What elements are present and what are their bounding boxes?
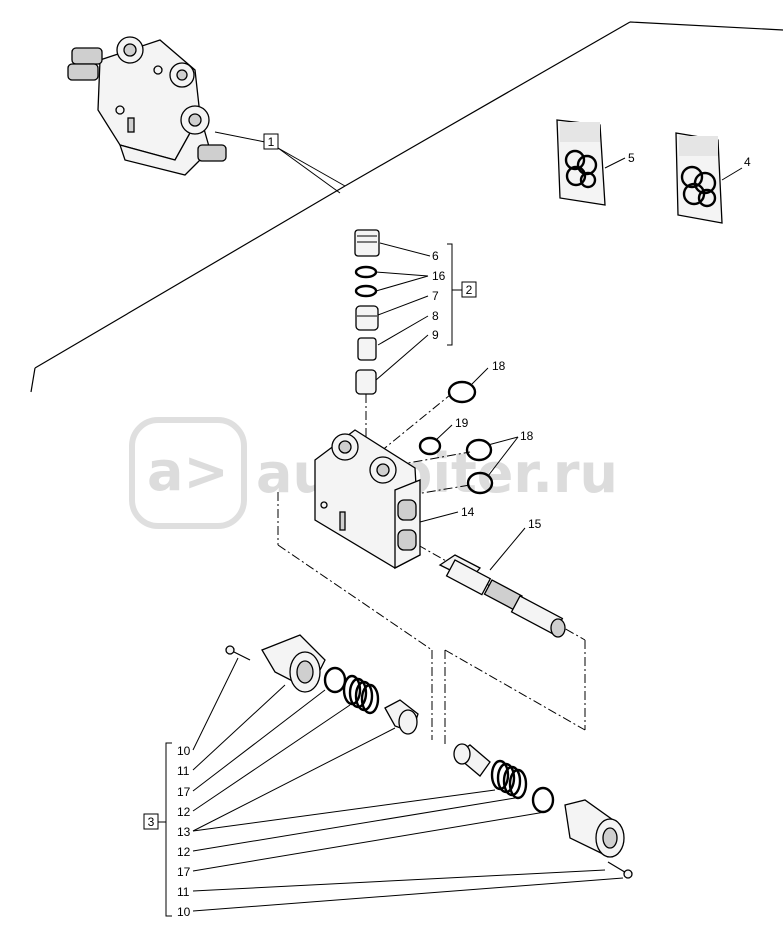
group-2-leaders [375,242,462,381]
callout-1-leaders [214,131,346,194]
part-7 [355,305,379,331]
part-16-lower [354,284,378,298]
callout-15-leader [489,527,526,571]
callout-5-leader [604,157,626,169]
callout-3-box [143,813,159,830]
group3-label-1: 10 [177,744,191,758]
group3-label-6: 12 [177,845,191,859]
callout-18b-leader-a [487,436,519,446]
callout-14-leader [419,511,459,523]
o-ring-18-mid [465,438,493,462]
callout-1-box [263,133,279,150]
callout-15: 15 [528,517,542,531]
panel-frame [30,21,783,393]
o-ring-19 [418,436,442,456]
callout-7: 7 [432,289,439,303]
valve-section-body [314,429,421,570]
group-3-leaders [158,657,624,917]
o-ring-18-low [466,471,494,495]
watermark-logo-glyph: a> [147,440,229,503]
o-ring-18-top [447,380,477,404]
callout-18a-leader [471,367,489,385]
o-ring-17-lower [531,786,555,814]
callout-8: 8 [432,309,439,323]
relief-valve-parts [354,229,380,395]
o-ring-17-upper [323,666,347,694]
callout-2: 2 [466,283,473,297]
callout-9: 9 [432,328,439,342]
watermark-logo-frame [129,417,247,529]
part-6 [354,229,380,257]
seal-kit-4-illustration [675,132,723,224]
callout-5: 5 [628,151,635,165]
group3-label-9: 10 [177,905,191,919]
callout-18a: 18 [492,359,506,373]
cap-group-lower [453,743,633,879]
callout-18b: 18 [520,429,534,443]
callout-14: 14 [461,505,475,519]
callout-3: 3 [148,815,155,829]
callout-2-box [461,281,477,298]
part-8 [357,337,377,361]
seal-kit-5-illustration [556,119,606,206]
group3-label-2: 11 [177,764,190,778]
part-16-upper [354,265,378,279]
group3-label-8: 11 [177,885,190,899]
callout-4: 4 [744,155,751,169]
group3-label-3: 17 [177,785,191,799]
callout-19: 19 [455,416,469,430]
cap-group-upper [225,634,419,735]
group3-label-5: 13 [177,825,191,839]
spring-12-lower [490,759,528,800]
callout-16: 16 [432,269,446,283]
callout-4-leader [721,167,743,181]
callout-6: 6 [432,249,439,263]
spool-15 [438,554,566,638]
callout-1: 1 [268,135,275,149]
group3-label-7: 17 [177,865,191,879]
callout-18b-leader-b [487,436,519,477]
part-9 [355,369,377,395]
group3-label-4: 12 [177,805,191,819]
callout-19-leader [435,424,453,441]
valve-assembly-illustration [67,36,227,176]
spring-12-upper [342,674,380,715]
